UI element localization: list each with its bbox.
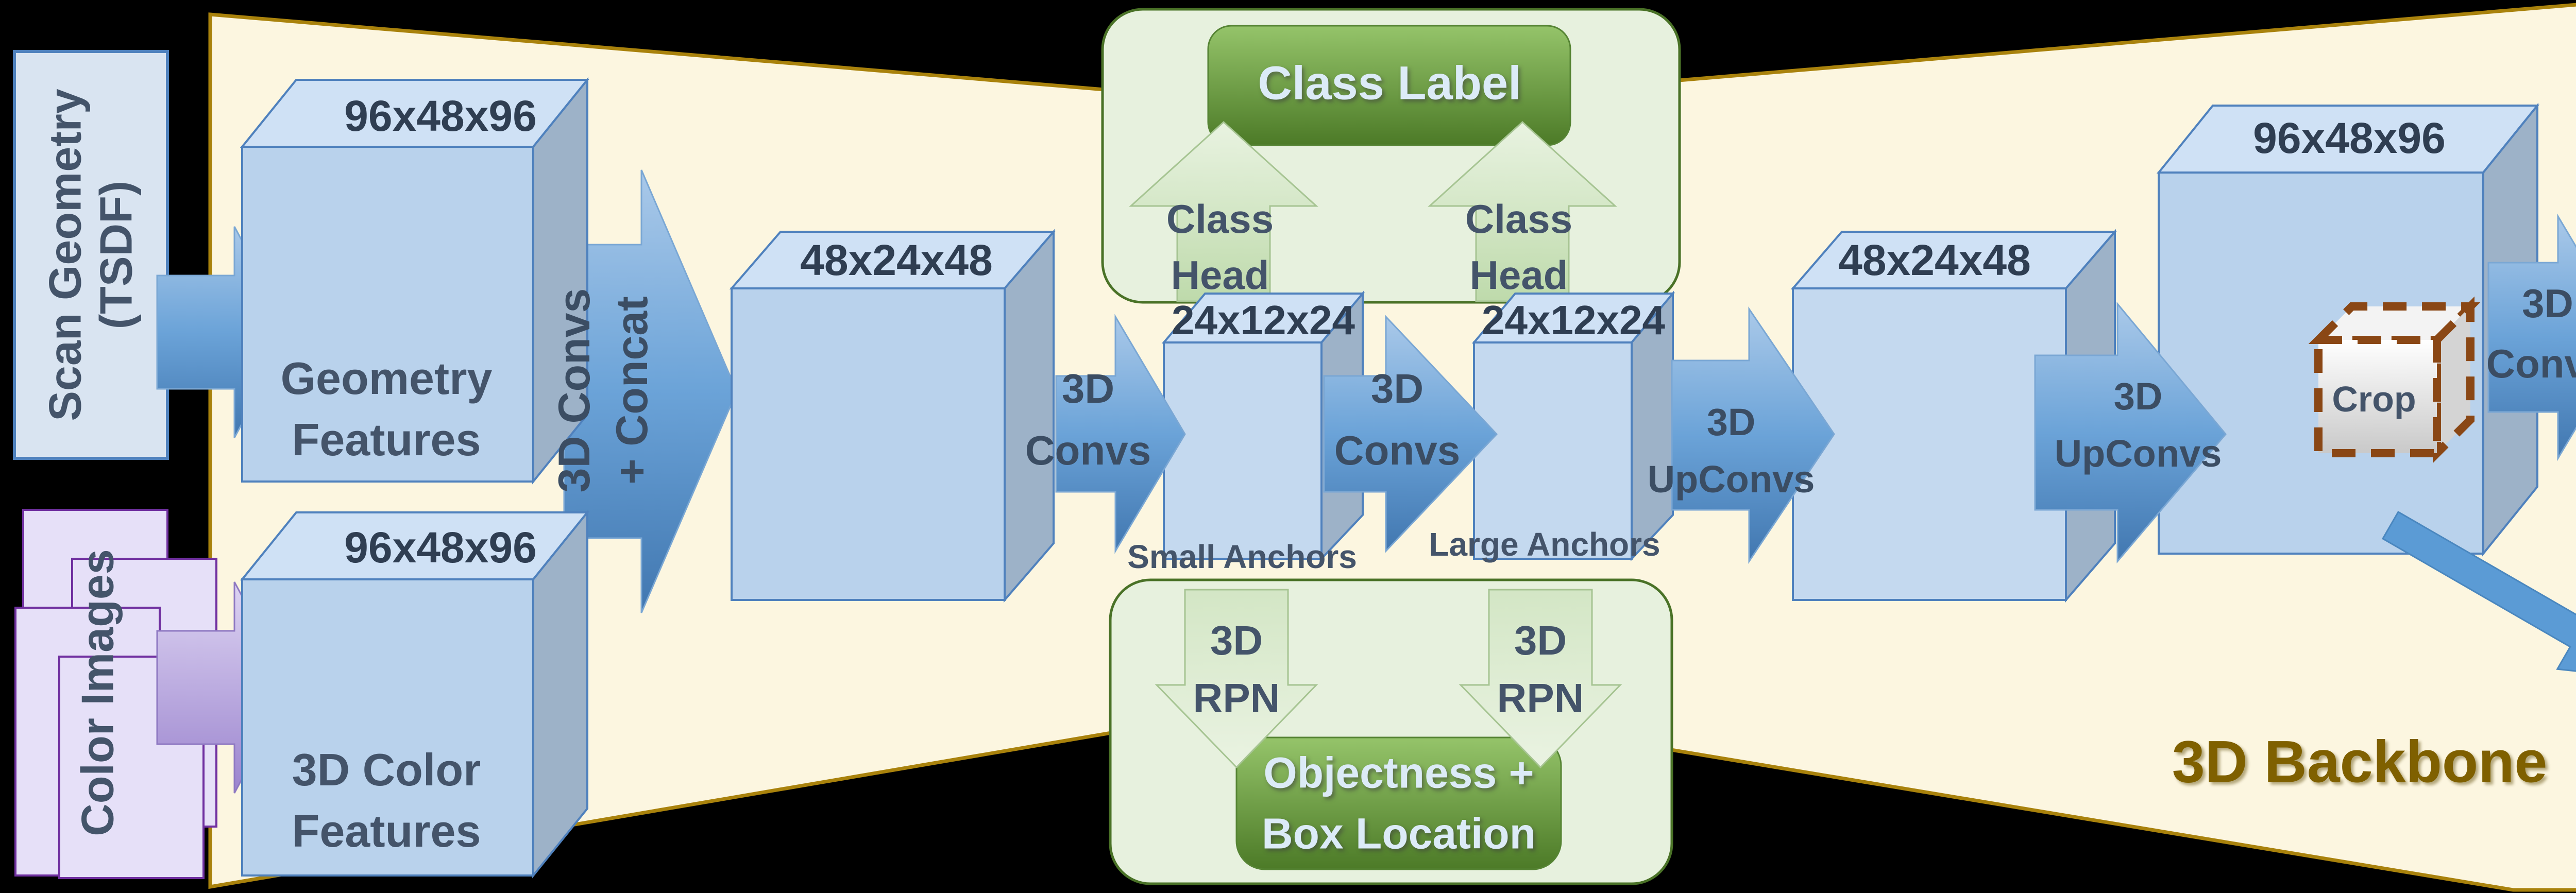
proxy-branch-arrow xyxy=(2381,510,2576,681)
crop-cube xyxy=(2308,296,2481,463)
convs-out-arrow xyxy=(2487,213,2576,461)
decoder-96-dims: 96x48x96 xyxy=(2253,113,2446,162)
encoder-24b-dims: 24x12x24 xyxy=(1482,297,1665,344)
geometry-cube-label: Geometry Features xyxy=(280,353,493,465)
class-head-left-label: Class Head xyxy=(1166,196,1274,298)
crop-label: Crop xyxy=(2332,379,2416,419)
objectness-label: Objectness + Box Location xyxy=(1261,748,1536,857)
scan-geometry-label: Scan Geometry (TSDF) xyxy=(39,89,141,421)
upconvs2-label: 3D UpConvs xyxy=(2054,375,2222,475)
upconvs2-arrow xyxy=(2034,301,2227,564)
color-cube-dims: 96x48x96 xyxy=(344,523,537,572)
objectness-box xyxy=(1235,736,1562,870)
convs2-label: 3D Convs xyxy=(1334,366,1461,473)
convs2-arrow xyxy=(1323,315,1498,553)
color-images-label: Color Images xyxy=(72,549,123,836)
rpn-right-label: 3D RPN xyxy=(1497,617,1584,721)
class-head-arrow-left xyxy=(1129,121,1318,302)
upconvs1-label: 3D UpConvs xyxy=(1647,401,1815,501)
geometry-features-cube xyxy=(240,77,590,485)
encoder-24b-cube xyxy=(1471,290,1675,562)
convs1-arrow xyxy=(1055,314,1186,554)
large-anchors-label: Large Anchors xyxy=(1429,526,1660,563)
scan-geometry-box xyxy=(13,50,169,460)
class-label-box xyxy=(1207,25,1571,146)
encoder-48-cube xyxy=(729,229,1056,603)
class-head-arrow-right xyxy=(1428,121,1617,302)
rpn-arrow-left xyxy=(1155,589,1318,769)
convs1-label: 3D Convs xyxy=(1025,366,1151,473)
concat-arrow-label: 3D Convs + Concat xyxy=(550,288,657,493)
encoder-24a-dims: 24x12x24 xyxy=(1172,297,1355,344)
decoder-48-dims: 48x24x48 xyxy=(1838,235,2031,284)
rpn-left-label: 3D RPN xyxy=(1193,617,1280,721)
geometry-cube-dims: 96x48x96 xyxy=(344,91,537,140)
small-anchors-label: Small Anchors xyxy=(1127,538,1357,576)
rpn-arrow-right xyxy=(1459,589,1622,769)
class-head-right-label: Class Head xyxy=(1465,196,1573,298)
encoder-48-dims: 48x24x48 xyxy=(800,235,993,284)
backbone-title: 3D Backbone xyxy=(2172,729,2548,795)
color-cube-label: 3D Color Features xyxy=(292,744,481,856)
convs-out-label: 3D Convs xyxy=(2486,281,2576,386)
upconvs1-arrow xyxy=(1671,306,1835,564)
class-label-text: Class Label xyxy=(1258,57,1521,110)
color-features-cube xyxy=(240,509,590,879)
